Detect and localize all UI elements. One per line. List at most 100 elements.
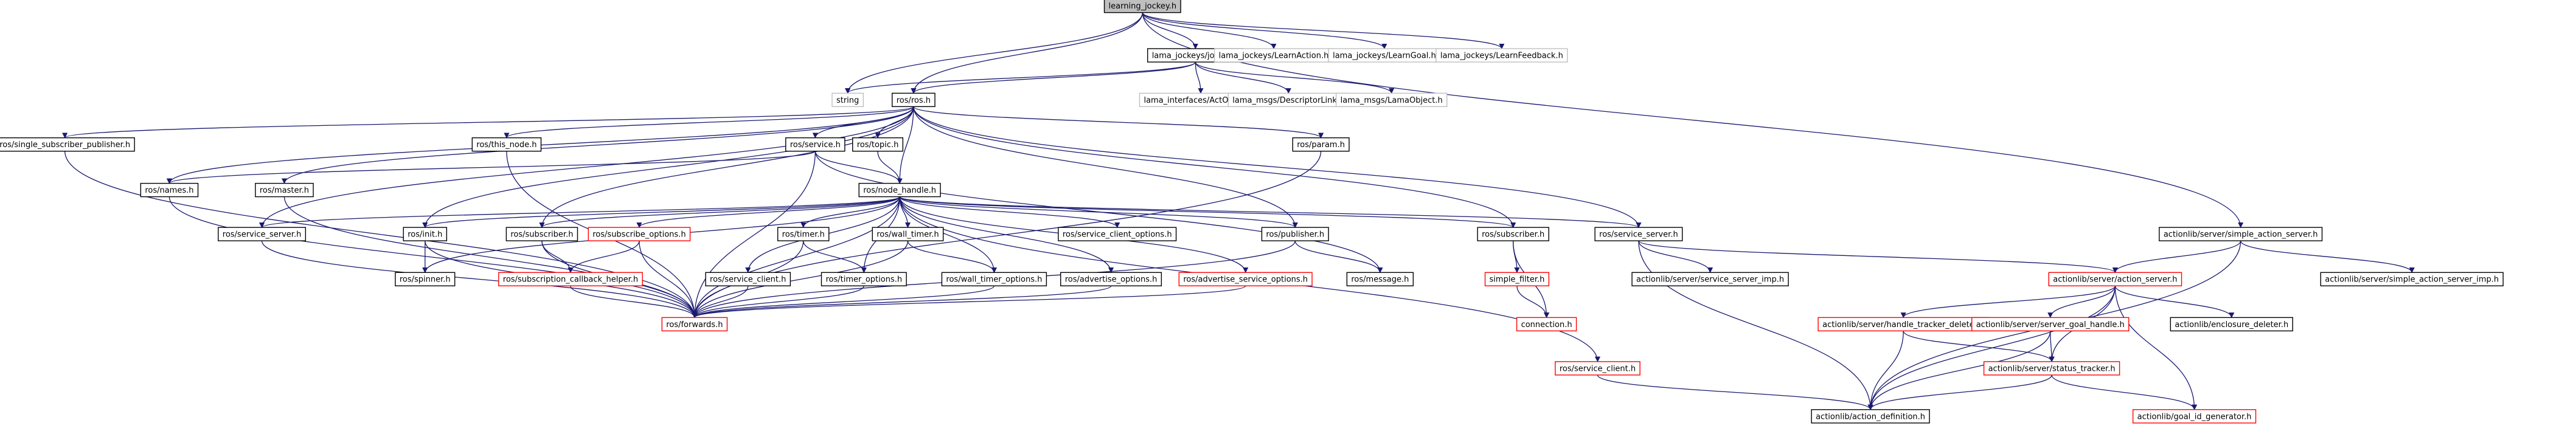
node-service-client-options[interactable]: ros/service_client_options.h: [1058, 227, 1177, 241]
node-spinner[interactable]: ros/spinner.h: [395, 272, 456, 286]
node-label: actionlib/enclosure_deleter.h: [2175, 320, 2288, 329]
node-label: ros/node_handle.h: [863, 186, 936, 195]
node-label: simple_filter.h: [1490, 275, 1545, 284]
node-label: ros/service_client.h: [1560, 364, 1636, 373]
node-service-server-imp[interactable]: actionlib/server/service_server_imp.h: [1631, 272, 1789, 286]
node-wall-timer-options[interactable]: ros/wall_timer_options.h: [941, 272, 1047, 286]
node-handle-tracker-deleter[interactable]: actionlib/server/handle_tracker_deleter.…: [1817, 317, 1989, 332]
edge-wall-timer-options-to-forwards: [692, 285, 995, 319]
node-lamaobject[interactable]: lama_msgs/LamaObject.h: [1335, 92, 1448, 108]
edge-ros-to-publisher: [913, 106, 1298, 229]
node-subscriber2[interactable]: ros/subscriber.h: [1477, 227, 1549, 241]
node-subscriber[interactable]: ros/subscriber.h: [505, 227, 578, 241]
node-topic[interactable]: ros/topic.h: [852, 137, 904, 152]
node-connection[interactable]: connection.h: [1516, 317, 1577, 332]
edge-ros-to-single-sub-pub: [62, 106, 914, 139]
node-box: [872, 227, 944, 241]
node-advertise-service-options[interactable]: ros/advertise_service_options.h: [1178, 272, 1313, 286]
node-box: [1983, 361, 2120, 376]
node-descriptorlink[interactable]: lama_msgs/DescriptorLink.h: [1227, 92, 1350, 108]
node-names[interactable]: ros/names.h: [140, 182, 199, 198]
node-status-tracker[interactable]: actionlib/server/status_tracker.h: [1983, 361, 2120, 376]
edge-service-server2-to-action-definition: [1638, 241, 1873, 410]
node-box: [821, 272, 907, 286]
node-sub-cb-helper[interactable]: ros/subscription_callback_helper.h: [498, 272, 643, 286]
edge-ros-to-subscriber2: [913, 106, 1516, 229]
node-box: [218, 227, 307, 241]
node-subscribe-options[interactable]: ros/subscribe_options.h: [588, 227, 691, 241]
edge-node-handle-to-advertise-options: [899, 196, 1114, 274]
node-param[interactable]: ros/param.h: [1292, 137, 1350, 152]
node-simple-filter[interactable]: simple_filter.h: [1484, 272, 1550, 286]
node-advertise-options[interactable]: ros/advertise_options.h: [1060, 272, 1162, 286]
edge-simple-filter-to-connection: [1516, 286, 1550, 319]
node-box: [471, 137, 542, 152]
node-single-sub-pub[interactable]: ros/single_subscriber_publisher.h: [0, 137, 135, 152]
edge-service-to-forwards: [692, 151, 816, 319]
edge-topic-to-node-handle: [877, 151, 903, 184]
node-goal-id-generator[interactable]: actionlib/goal_id_generator.h: [2132, 409, 2257, 424]
node-label: ros/wall_timer.h: [877, 230, 939, 240]
edge-action-server-to-enclosure-deleter: [2114, 286, 2235, 319]
node-box: [891, 92, 936, 108]
node-service-client2[interactable]: ros/service_client.h: [1555, 361, 1640, 376]
node-action-definition[interactable]: actionlib/action_definition.h: [1811, 409, 1930, 424]
edge-jockey-to-ros: [911, 61, 1196, 94]
node-this-node[interactable]: ros/this_node.h: [471, 137, 542, 152]
node-publisher[interactable]: ros/publisher.h: [1261, 227, 1329, 241]
node-simple-action-server-imp[interactable]: actionlib/server/simple_action_server_im…: [2320, 272, 2504, 286]
node-master[interactable]: ros/master.h: [255, 182, 314, 198]
node-label: actionlib/server/service_server_imp.h: [1636, 275, 1784, 284]
node-timer[interactable]: ros/timer.h: [777, 227, 830, 241]
edge-action-server-to-server-goal-handle: [2047, 286, 2116, 319]
node-label: ros/service_client.h: [710, 275, 786, 284]
node-box: [705, 272, 791, 286]
node-learngoal[interactable]: lama_jockeys/LearnGoal.h: [1328, 48, 1441, 63]
node-box: [1477, 227, 1549, 241]
node-timer-options[interactable]: ros/timer_options.h: [821, 272, 907, 286]
node-init[interactable]: ros/init.h: [403, 227, 448, 241]
node-box: [2320, 272, 2504, 286]
node-service-client[interactable]: ros/service_client.h: [705, 272, 791, 286]
node-service[interactable]: ros/service.h: [785, 137, 845, 152]
node-label: ros/spinner.h: [400, 275, 451, 284]
node-enclosure-deleter[interactable]: actionlib/enclosure_deleter.h: [2170, 317, 2293, 332]
node-service-server[interactable]: ros/service_server.h: [218, 227, 307, 241]
node-box: [1335, 92, 1448, 108]
node-box: [777, 227, 830, 241]
node-learnfeedback[interactable]: lama_jockeys/LearnFeedback.h: [1436, 48, 1568, 63]
edge-ros-to-node-handle: [897, 106, 914, 184]
node-node-handle[interactable]: ros/node_handle.h: [858, 182, 941, 198]
node-label: lama_msgs/DescriptorLink.h: [1232, 96, 1344, 105]
node-label: ros/single_subscriber_publisher.h: [0, 140, 130, 150]
edge-node-handle-to-service-server: [259, 196, 900, 229]
edge-node-handle-to-service-server2: [899, 196, 1642, 229]
edge-wall-timer-to-forwards: [692, 241, 909, 319]
node-learnaction[interactable]: lama_jockeys/LearnAction.h: [1213, 48, 1334, 63]
node-action-server[interactable]: actionlib/server/action_server.h: [2048, 272, 2182, 286]
edge-ros-to-param: [913, 106, 1324, 139]
node-box: [1971, 317, 2130, 332]
node-label: actionlib/server/simple_action_server.h: [2164, 230, 2318, 240]
node-label: ros/this_node.h: [476, 140, 536, 150]
node-label: string: [836, 96, 859, 105]
node-wall-timer[interactable]: ros/wall_timer.h: [872, 227, 944, 241]
node-simple-action-server[interactable]: actionlib/server/simple_action_server.h: [2159, 227, 2323, 241]
node-ros[interactable]: ros/ros.h: [891, 92, 936, 108]
node-server-goal-handle[interactable]: actionlib/server/server_goal_handle.h: [1971, 317, 2130, 332]
edge-node-handle-to-publisher: [899, 196, 1298, 229]
edge-single-sub-pub-to-forwards: [64, 151, 698, 319]
node-message[interactable]: ros/message.h: [1346, 272, 1414, 286]
node-label: lama_msgs/LamaObject.h: [1341, 96, 1443, 105]
node-root[interactable]: learning_jockey.h: [1103, 0, 1181, 13]
node-box: [831, 92, 864, 108]
node-service-server2[interactable]: ros/service_server.h: [1594, 227, 1683, 241]
node-box: [1178, 272, 1313, 286]
node-box: [395, 272, 456, 286]
node-forwards[interactable]: ros/forwards.h: [661, 317, 728, 332]
node-string[interactable]: string: [831, 92, 864, 108]
edge-service-server2-to-service-server-imp: [1638, 240, 1713, 274]
node-label: actionlib/goal_id_generator.h: [2137, 412, 2252, 421]
edge-subscribe-options-to-forwards: [639, 241, 698, 319]
edge-sub-cb-helper-to-forwards: [570, 286, 698, 319]
